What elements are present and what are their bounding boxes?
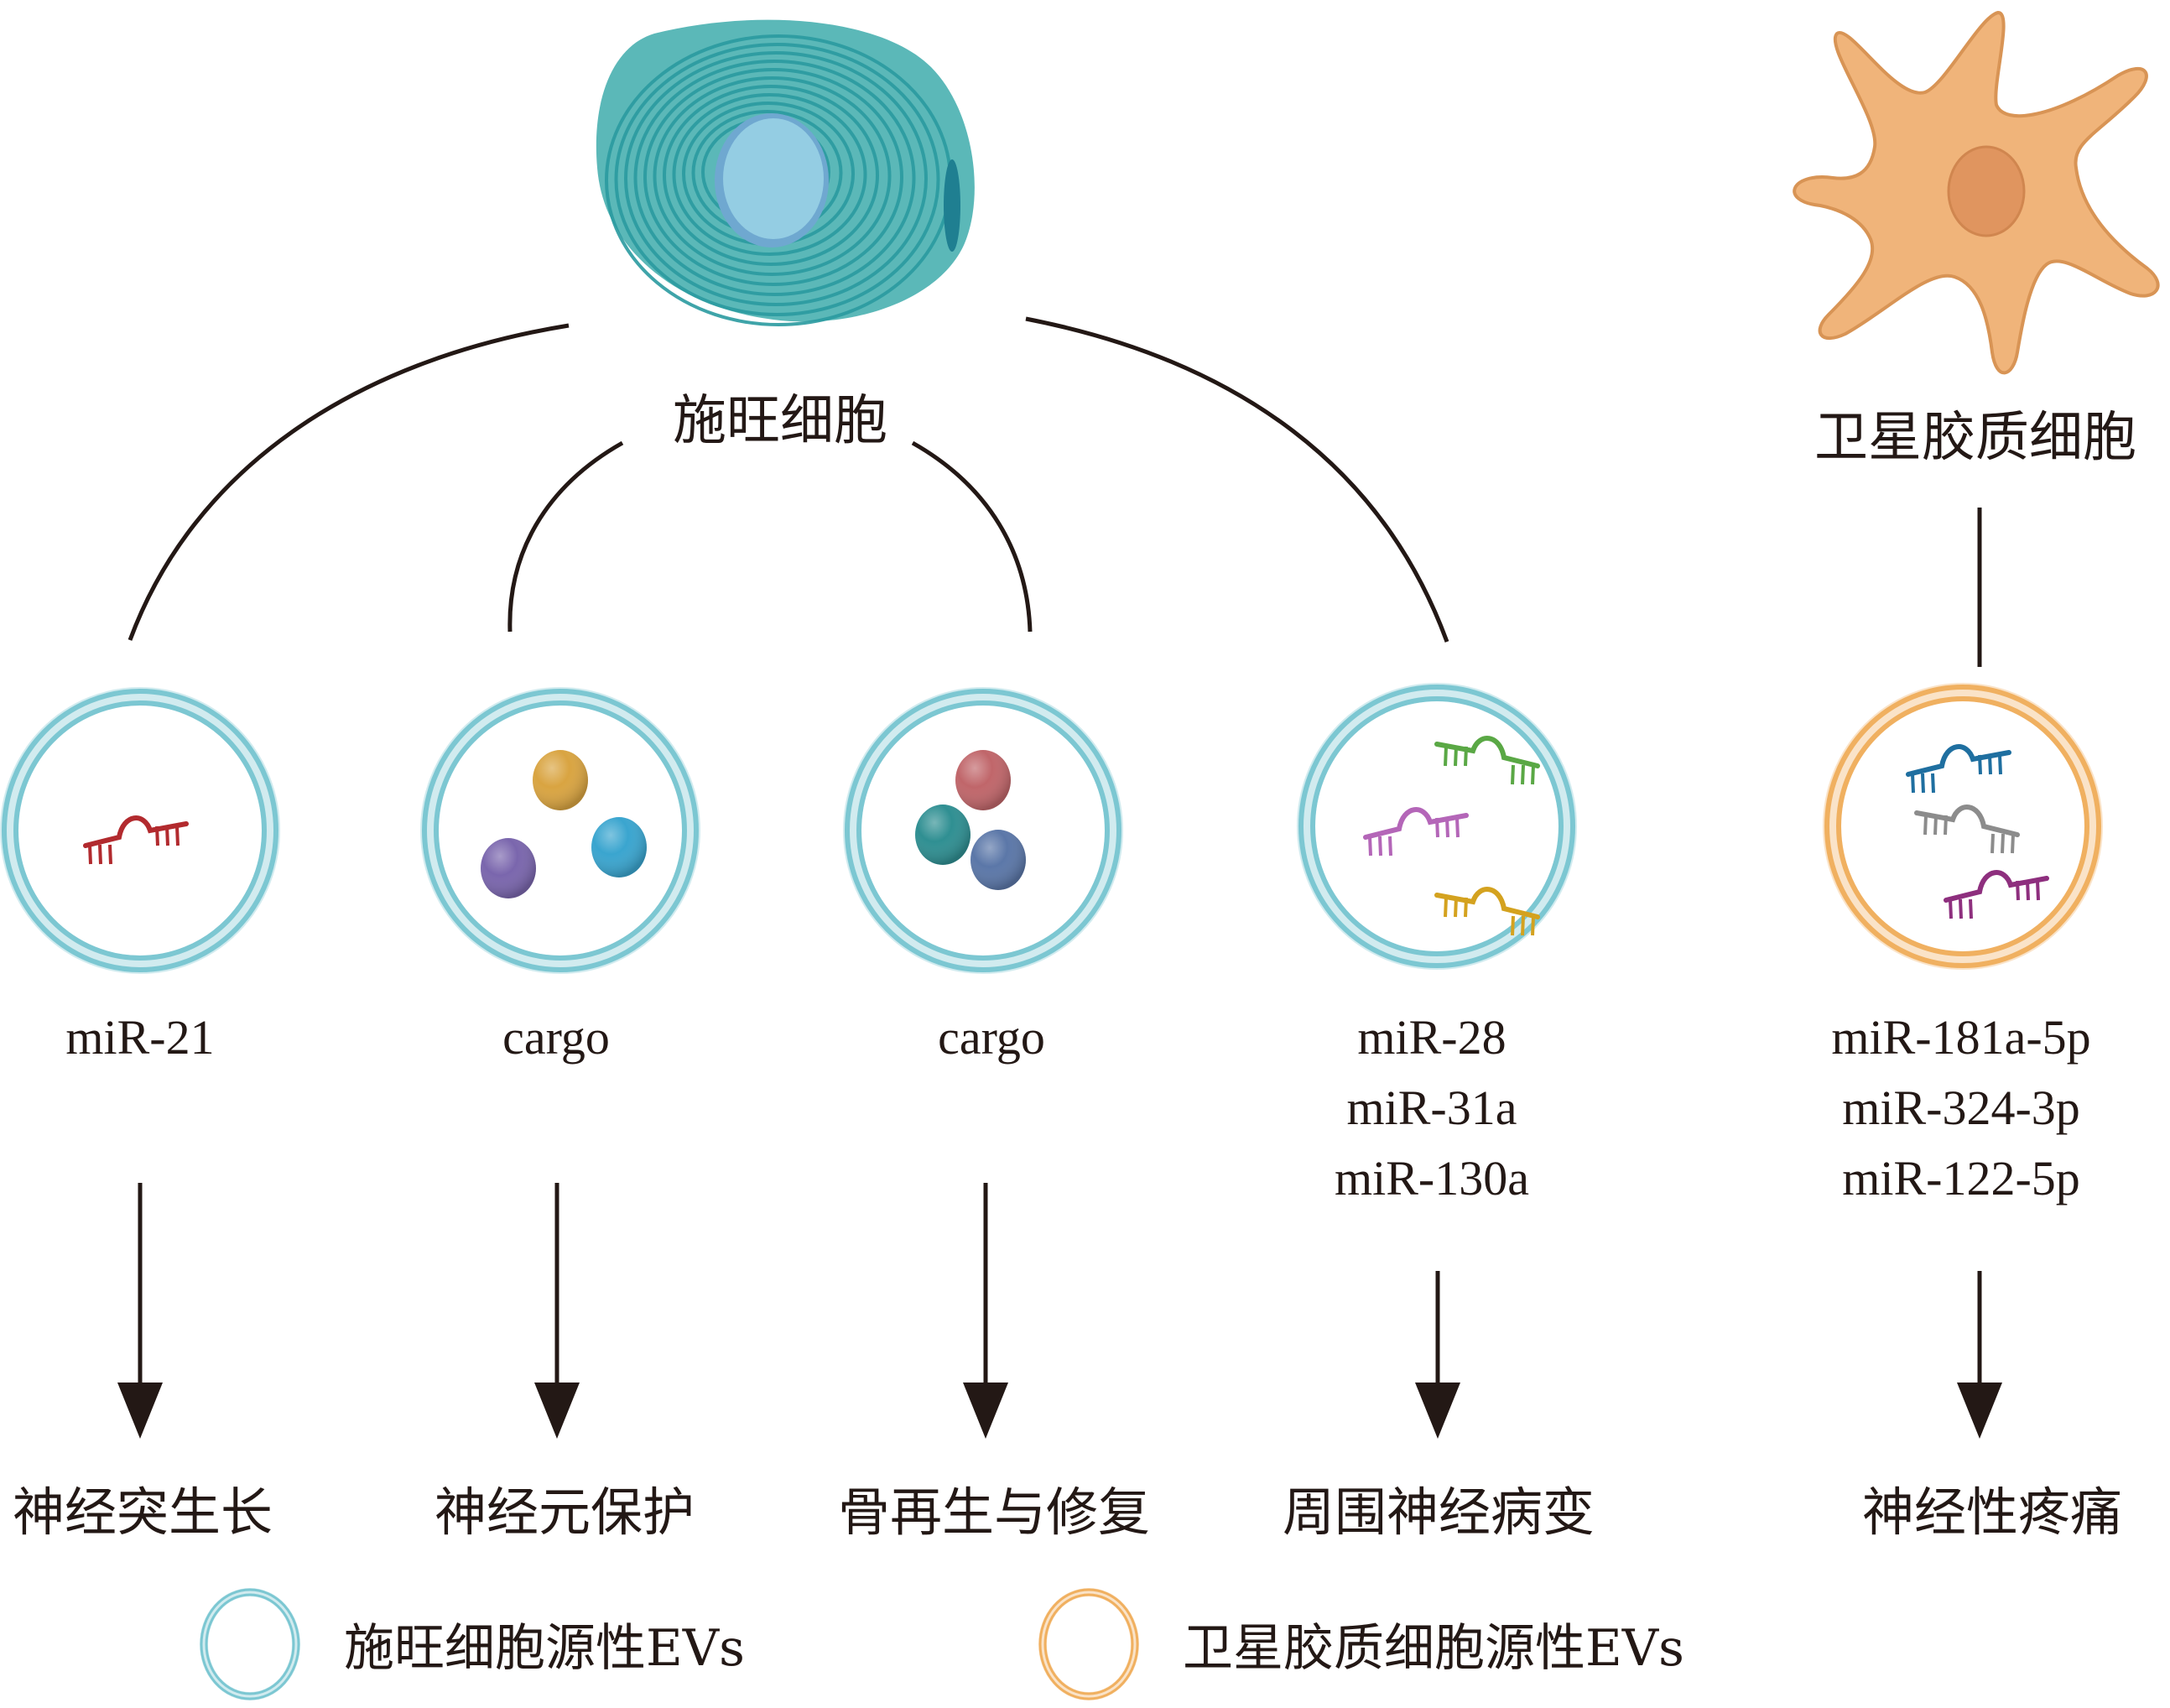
cargo-label: miR-181a-5p miR-324-3p miR-122-5p [1831,1002,2090,1214]
cargo-label: cargo [502,1002,610,1073]
down-arrow-icon [1957,1271,2002,1439]
extracellular-vesicle-icon [1297,683,1577,970]
extracellular-vesicle-icon [843,687,1123,974]
mirna-name: miR-324-3p [1842,1081,2080,1135]
mirna-name: miR-28 [1357,1010,1507,1065]
down-arrow-icon [117,1183,163,1439]
outcome-label: 神经性疼痛 [1861,1481,2123,1543]
outcome-label: 周围神经病变 [1282,1481,1595,1543]
cargo-name: cargo [938,1010,1045,1065]
connector-curve [507,440,624,633]
outcome-label: 神经突生长 [12,1481,273,1543]
mirna-icon [1906,744,2011,794]
connector-curve [1025,316,1449,643]
down-arrow-icon [534,1183,580,1439]
connector-curve [911,440,1033,633]
mirna-icon [1363,807,1469,857]
extracellular-vesicle-icon [1823,683,2103,970]
mirna-name: miR-31a [1346,1081,1517,1135]
down-arrow-icon [963,1183,1008,1439]
extracellular-vesicle-icon [420,687,700,974]
extracellular-vesicle-icon [0,687,280,974]
cargo-label: miR-28 miR-31a miR-130a [1335,1002,1529,1214]
schwann-cell-label: 施旺细胞 [673,390,887,452]
legend-label-schwann: 施旺细胞源性EVs [344,1619,745,1678]
mirna-icon [1914,805,2020,854]
cargo-name: cargo [502,1010,610,1065]
outcome-label: 骨再生与修复 [837,1481,1151,1543]
mirna-icon [1434,736,1540,785]
mirna-icon [1944,870,2049,919]
legend-vesicle-icon [200,1588,300,1700]
mirna-name: miR-122-5p [1842,1151,2080,1205]
cargo-label: cargo [938,1002,1045,1073]
outcome-label: 神经元保护 [434,1481,695,1543]
mirna-name: miR-21 [65,1010,215,1065]
legend-label-satellite: 卫星胶质细胞源性EVs [1183,1619,1684,1678]
mirna-name: miR-181a-5p [1831,1010,2091,1065]
mirna-icon [83,815,189,865]
mirna-name: miR-130a [1335,1151,1529,1205]
satellite-glial-cell-label: 卫星胶质细胞 [1814,407,2136,469]
legend-vesicle-icon [1038,1588,1139,1700]
mirna-icon [1434,887,1540,936]
schwann-cell-icon [596,19,975,326]
satellite-glial-cell-icon [1793,10,2160,375]
cargo-label: miR-21 [65,1002,214,1073]
down-arrow-icon [1415,1271,1460,1439]
connector-curve [127,323,570,641]
